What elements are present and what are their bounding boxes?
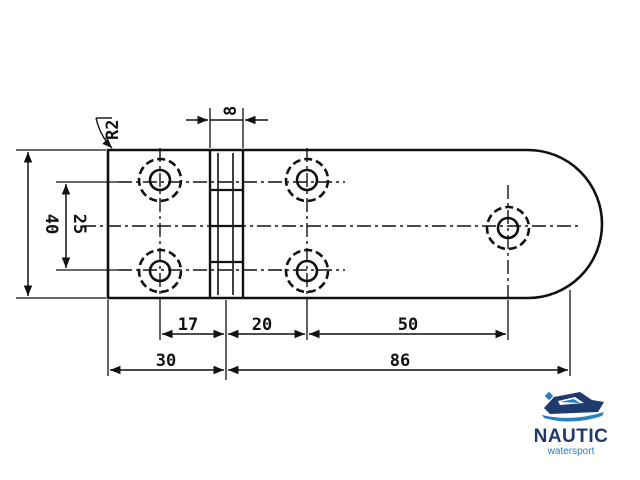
center-lines bbox=[82, 148, 580, 300]
brand-logo: NAUTIC watersport bbox=[534, 391, 609, 457]
radius-leader bbox=[95, 117, 113, 149]
hole-top-left bbox=[137, 157, 183, 203]
boat-icon bbox=[542, 391, 604, 422]
dimension-lines bbox=[23, 115, 568, 375]
hole-top-right bbox=[284, 157, 330, 203]
label-hole-spacing-far: 50 bbox=[398, 315, 418, 335]
hole-end bbox=[485, 205, 531, 251]
label-left-leaf-width: 30 bbox=[156, 351, 176, 371]
label-knuckle-thickness: 8 bbox=[221, 106, 241, 116]
label-hole-offset-left: 17 bbox=[178, 315, 198, 335]
label-corner-radius: R2 bbox=[103, 120, 123, 140]
label-overall-height: 40 bbox=[41, 214, 61, 234]
hinge-outline bbox=[106, 148, 604, 300]
logo-name: NAUTIC bbox=[534, 426, 609, 447]
hole-bottom-right bbox=[284, 248, 330, 294]
extension-lines bbox=[16, 108, 571, 380]
label-right-leaf-width: 86 bbox=[390, 351, 410, 371]
logo-tagline: watersport bbox=[547, 446, 595, 457]
hole-bottom-left bbox=[137, 248, 183, 294]
label-hole-spacing-vertical: 25 bbox=[69, 214, 89, 234]
mounting-holes bbox=[137, 157, 531, 294]
hinge-knuckle bbox=[208, 150, 245, 298]
label-hole-spacing-right: 20 bbox=[252, 315, 272, 335]
